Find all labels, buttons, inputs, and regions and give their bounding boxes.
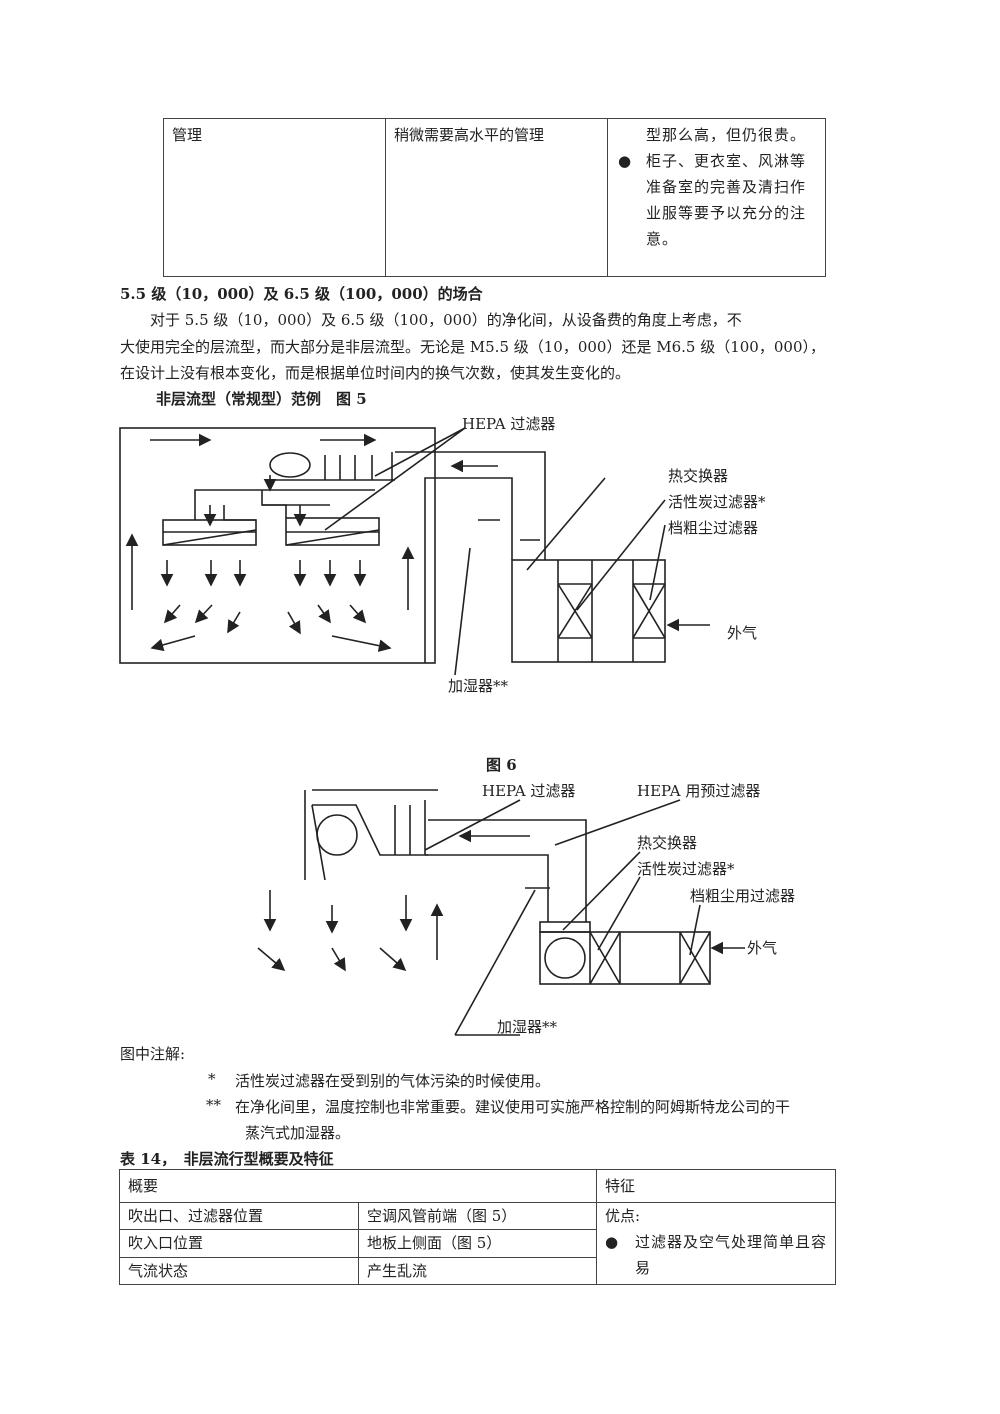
bullet-icon: ● xyxy=(605,1233,620,1251)
row-item: 气流状态 xyxy=(119,1256,359,1286)
cell-text: 型那么高，但仍很贵。 xyxy=(646,126,807,144)
row-item: 吹入口位置 xyxy=(119,1229,359,1258)
feature-title: 优点: xyxy=(605,1207,641,1225)
bullet-item: ● 过滤器及空气处理简单且容易 xyxy=(605,1229,827,1281)
figure-6-diagram xyxy=(257,789,745,1036)
figure-5-diagram xyxy=(119,427,710,676)
note-2-line: 在净化间里，温度控制也非常重要。建议使用可实施严格控制的阿姆斯特龙公司的干 xyxy=(235,1098,791,1116)
label-coarse-filter: 档粗尘过滤器 xyxy=(668,519,759,537)
row-value: 地板上侧面（图 5） xyxy=(358,1229,597,1258)
label-humidifier: 加湿器** xyxy=(497,1018,558,1036)
feature-cell: 优点: ● 过滤器及空气处理简单且容易 xyxy=(596,1202,836,1285)
paragraph-line: 对于 5.5 级（10，000）及 6.5 级（100，000）的净化间，从设备… xyxy=(150,311,742,329)
table-row: 吹出口、过滤器位置 空调风管前端（图 5） 优点: ● 过滤器及空气处理简单且容易 xyxy=(119,1201,836,1285)
top-table-cell-1: 管理 xyxy=(163,118,386,277)
figure-5-title: 非层流型（常规型）范例 图 5 xyxy=(156,390,367,408)
bullet-icon: ● xyxy=(618,152,633,170)
bullet-item: ● 柜子、更衣室、风淋等准备室的完善及清扫作业服等要予以充分的注意。 xyxy=(618,148,817,252)
fan-icon xyxy=(269,452,311,478)
table-14: 概要 特征 吹出口、过滤器位置 空调风管前端（图 5） 优点: ● 过滤器及空气处… xyxy=(119,1169,836,1286)
label-outside-air: 外气 xyxy=(747,939,778,957)
note-1-mark: * xyxy=(208,1070,216,1088)
top-table-cell-3: 型那么高，但仍很贵。 ● 柜子、更衣室、风淋等准备室的完善及清扫作业服等要予以充分… xyxy=(607,118,826,277)
label-carbon-filter: 活性炭过滤器* xyxy=(668,493,766,511)
note-2-mark: ** xyxy=(206,1096,221,1114)
notes-title: 图中注解: xyxy=(120,1045,186,1063)
cell-text: 稍微需要高水平的管理 xyxy=(394,126,545,144)
label-heat-exchanger: 热交换器 xyxy=(668,467,729,485)
label-carbon-filter: 活性炭过滤器* xyxy=(637,860,735,878)
row-item: 吹出口、过滤器位置 xyxy=(119,1201,359,1231)
header-summary: 概要 xyxy=(119,1169,597,1203)
label-humidifier: 加湿器** xyxy=(448,677,509,695)
label-hepa-filter: HEPA 过滤器 xyxy=(462,415,556,433)
note-2-line: 蒸汽式加湿器。 xyxy=(245,1124,351,1142)
header-feature: 特征 xyxy=(596,1169,836,1203)
feature-text: 过滤器及空气处理简单且容易 xyxy=(635,1233,828,1277)
row-value: 空调风管前端（图 5） xyxy=(358,1201,597,1231)
table-row: 气流状态 产生乱流 xyxy=(119,1256,836,1286)
label-hepa-filter: HEPA 过滤器 xyxy=(482,782,576,800)
paragraph-line: 大使用完全的层流型，而大部分是非层流型。无论是 M5.5 级（10，000）还是… xyxy=(120,338,825,356)
section-heading: 5.5 级（10，000）及 6.5 级（100，000）的场合 xyxy=(120,285,483,303)
table-14-caption: 表 14， 非层流行型概要及特征 xyxy=(120,1150,334,1168)
cell-text: 柜子、更衣室、风淋等准备室的完善及清扫作业服等要予以充分的注意。 xyxy=(646,152,807,248)
fan-icon xyxy=(316,814,358,856)
paragraph-line: 在设计上没有根本变化，而是根据单位时间内的换气次数，使其发生变化的。 xyxy=(120,364,631,382)
label-outside-air: 外气 xyxy=(727,624,758,642)
top-table-cell-2: 稍微需要高水平的管理 xyxy=(385,118,608,277)
figure-6-title: 图 6 xyxy=(486,756,517,774)
cell-text: 管理 xyxy=(172,126,203,144)
label-hepa-prefilter: HEPA 用预过滤器 xyxy=(637,782,761,800)
label-coarse-filter: 档粗尘用过滤器 xyxy=(690,887,796,905)
cleanroom-outline xyxy=(119,427,436,664)
top-table: 管理 稍微需要高水平的管理 型那么高，但仍很贵。 ● 柜子、更衣室、风淋等准备室的… xyxy=(163,118,826,277)
note-1: 活性炭过滤器在受到别的气体污染的时候使用。 xyxy=(235,1072,551,1090)
label-heat-exchanger: 热交换器 xyxy=(637,834,698,852)
row-value: 产生乱流 xyxy=(358,1256,597,1286)
